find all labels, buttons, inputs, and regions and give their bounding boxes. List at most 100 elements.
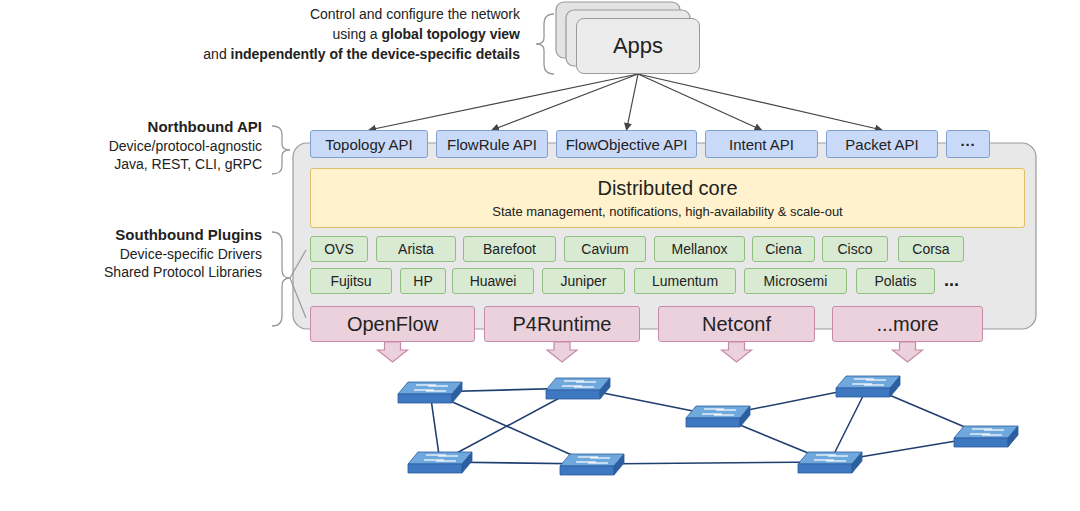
plugin-box: Polatis [856, 268, 935, 294]
protocol-arrows [378, 342, 923, 362]
box-title: P4Runtime [513, 313, 612, 336]
bold-label: Southbound Plugins [115, 226, 262, 243]
note-label: Device/protocol-agnostic [109, 138, 262, 154]
label-line: and independently of the device-specific … [203, 46, 520, 63]
box-title: Arista [398, 241, 434, 257]
box-title: Fujitsu [330, 273, 371, 289]
plugin-box: Lumentum [634, 268, 736, 294]
apps-box: Apps [576, 18, 700, 74]
box-title: OpenFlow [347, 313, 438, 336]
bold-label: independently of the device-specific det… [231, 46, 520, 62]
switch-icon [546, 378, 610, 399]
box-title: FlowObjective API [566, 136, 688, 153]
note-label: Java, REST, CLI, gRPC [114, 156, 262, 172]
down-arrow [722, 342, 752, 362]
protocol-box: P4Runtime [484, 306, 640, 342]
core-band: Distributed coreState management, notifi… [310, 168, 1025, 228]
note-label: using a [332, 26, 377, 42]
bold-label: Northbound API [148, 118, 262, 135]
label-line: using a global topology view [332, 26, 520, 43]
apps-brace [536, 14, 554, 74]
box-title: Lumentum [652, 273, 718, 289]
box-title: Cisco [837, 241, 872, 257]
controller-container [293, 143, 1036, 329]
plugin-box: OVS [310, 236, 368, 262]
plugin-box: Corsa [898, 236, 964, 262]
api-arrow [627, 74, 639, 130]
southbound-brace [272, 232, 290, 326]
network-links [430, 386, 986, 464]
api-box: Topology API [310, 130, 428, 158]
api-box: Packet API [826, 130, 938, 158]
plugin-box: Juniper [542, 268, 625, 294]
switch-icons [398, 376, 1018, 475]
plugin-box: Cavium [564, 236, 646, 262]
api-arrow [638, 74, 882, 130]
box-title: ··· [961, 136, 976, 153]
down-arrow [378, 342, 408, 362]
api-box: ··· [946, 130, 990, 158]
box-subtitle: State management, notifications, high-av… [492, 204, 842, 219]
box-title: HP [413, 273, 432, 289]
note-label: and [203, 46, 226, 62]
southbound-leader [290, 250, 306, 278]
plugin-box: Mellanox [654, 236, 745, 262]
box-title: Intent API [729, 136, 794, 153]
switch-icon [560, 454, 624, 475]
label-line: Southbound Plugins [115, 226, 262, 244]
note-label: Device-specific Drivers [120, 246, 262, 262]
box-title: Topology API [325, 136, 413, 153]
plugin-box: Huawei [452, 268, 534, 294]
down-arrow [893, 342, 923, 362]
box-title: Packet API [845, 136, 918, 153]
box-title: Barefoot [483, 241, 536, 257]
box-title: Huawei [470, 273, 517, 289]
label-line: Java, REST, CLI, gRPC [114, 156, 262, 173]
switch-icon [836, 376, 900, 397]
label-line: Device-specific Drivers [120, 246, 262, 263]
southbound-leader [290, 278, 306, 318]
protocol-box: Netconf [658, 306, 815, 342]
label-line: Shared Protocol Libraries [104, 264, 262, 281]
label-line: Northbound API [148, 118, 262, 136]
api-arrow [369, 74, 638, 130]
box-title: FlowRule API [447, 136, 537, 153]
box-title: Netconf [702, 313, 771, 336]
api-box: FlowObjective API [556, 130, 697, 158]
bold-label: global topology view [382, 26, 520, 42]
plugin-box: Barefoot [463, 236, 556, 262]
box-title: Distributed core [597, 177, 737, 200]
switch-icon [398, 382, 462, 403]
switch-icon [686, 406, 750, 427]
box-title: Cavium [581, 241, 628, 257]
label-line: Device/protocol-agnostic [109, 138, 262, 155]
api-arrow [638, 74, 762, 130]
label-line: Control and configure the network [310, 6, 520, 23]
protocol-box: OpenFlow [310, 306, 475, 342]
api-arrow [492, 74, 638, 130]
box-title: Mellanox [671, 241, 727, 257]
plugin-box: Microsemi [744, 268, 847, 294]
note-label: Control and configure the network [310, 6, 520, 22]
box-title: Microsemi [764, 273, 828, 289]
label-line: ... [944, 270, 959, 292]
northbound-brace [272, 126, 290, 174]
box-title: ...more [876, 313, 938, 336]
box-title: Ciena [765, 241, 802, 257]
box-title: Polatis [874, 273, 916, 289]
box-title: Juniper [561, 273, 607, 289]
plugin-box: HP [400, 268, 446, 294]
note-label: Shared Protocol Libraries [104, 264, 262, 280]
plugin-box: Arista [376, 236, 456, 262]
api-box: FlowRule API [436, 130, 548, 158]
down-arrow [547, 342, 577, 362]
plugin-box: Fujitsu [310, 268, 392, 294]
switch-icon [954, 426, 1018, 447]
box-title: Corsa [912, 241, 949, 257]
box-title: OVS [324, 241, 354, 257]
plugin-box: Ciena [752, 236, 815, 262]
box-title: Apps [613, 33, 663, 59]
bold-label: ... [944, 270, 959, 290]
switch-icon [798, 452, 862, 473]
api-box: Intent API [705, 130, 818, 158]
